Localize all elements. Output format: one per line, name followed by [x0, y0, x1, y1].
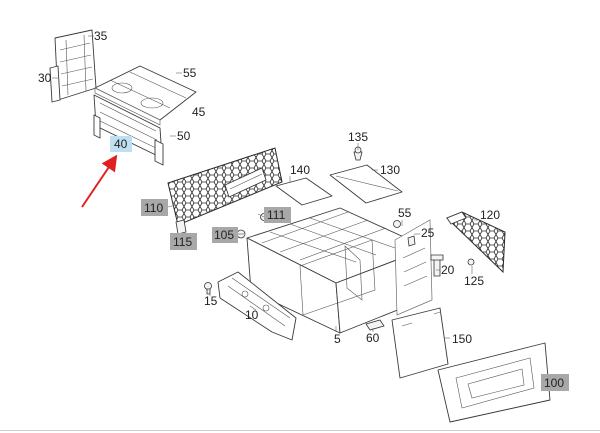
callout-135: 135: [348, 130, 368, 144]
callout-35: 35: [94, 29, 108, 43]
part-10-base-rail: [217, 271, 297, 341]
part-5-main-frame: [246, 207, 433, 334]
part-140-plate: [275, 177, 333, 206]
callout-105: 105: [214, 228, 234, 242]
part-25-clip: [407, 235, 416, 247]
callout-25: 25: [421, 226, 435, 240]
part-20-bolt: [430, 254, 444, 277]
callout-60: 60: [366, 331, 380, 345]
part-60-pad: [365, 319, 385, 331]
bottom-divider: [0, 430, 600, 431]
label-100-highlight: [541, 374, 569, 391]
callout-20: 20: [441, 263, 455, 277]
part-105-screw: [236, 229, 246, 239]
part-135-stud: [353, 146, 363, 161]
label-110-highlight: [141, 199, 168, 216]
callout-10: 10: [245, 308, 259, 322]
part-30-bracket: [49, 29, 97, 103]
part-125-fastener: [467, 258, 475, 266]
label-40-highlight: [110, 136, 132, 152]
callout-130: 130: [380, 163, 400, 177]
callout-111: 111: [267, 208, 286, 222]
part-55b-screw: [393, 220, 401, 228]
part-15-bolt: [204, 282, 212, 295]
callout-120: 120: [480, 208, 500, 222]
callout-45: 45: [192, 105, 206, 119]
callout-125: 125: [464, 274, 484, 288]
callout-140: 140: [290, 163, 310, 177]
callout-50: 50: [177, 129, 191, 143]
label-105-highlight: [212, 227, 238, 243]
part-115-clip: [175, 219, 187, 235]
callout-15: 15: [204, 294, 218, 308]
label-111-highlight: [264, 207, 291, 223]
callout-115: 115: [173, 235, 192, 249]
callout-40: 40: [114, 137, 128, 151]
callout-55-right: 55: [398, 206, 412, 220]
part-150-cover-plate: [391, 307, 449, 379]
red-arrow-icon: [81, 154, 118, 208]
callout-30: 30: [38, 71, 52, 85]
callout-55-top: 55: [183, 66, 197, 80]
part-110-mesh-panel: [167, 147, 283, 226]
part-120-mesh-panel: [446, 211, 506, 274]
callout-100: 100: [544, 376, 564, 390]
callout-110: 110: [144, 201, 163, 215]
part-45-tray: [94, 65, 197, 126]
callout-150: 150: [452, 332, 472, 346]
part-100-trim-panel: [437, 342, 551, 423]
part-40-bracket: [93, 94, 164, 166]
callout-5: 5: [334, 332, 341, 346]
label-115-highlight: [170, 233, 197, 250]
part-130-plate: [329, 164, 403, 204]
